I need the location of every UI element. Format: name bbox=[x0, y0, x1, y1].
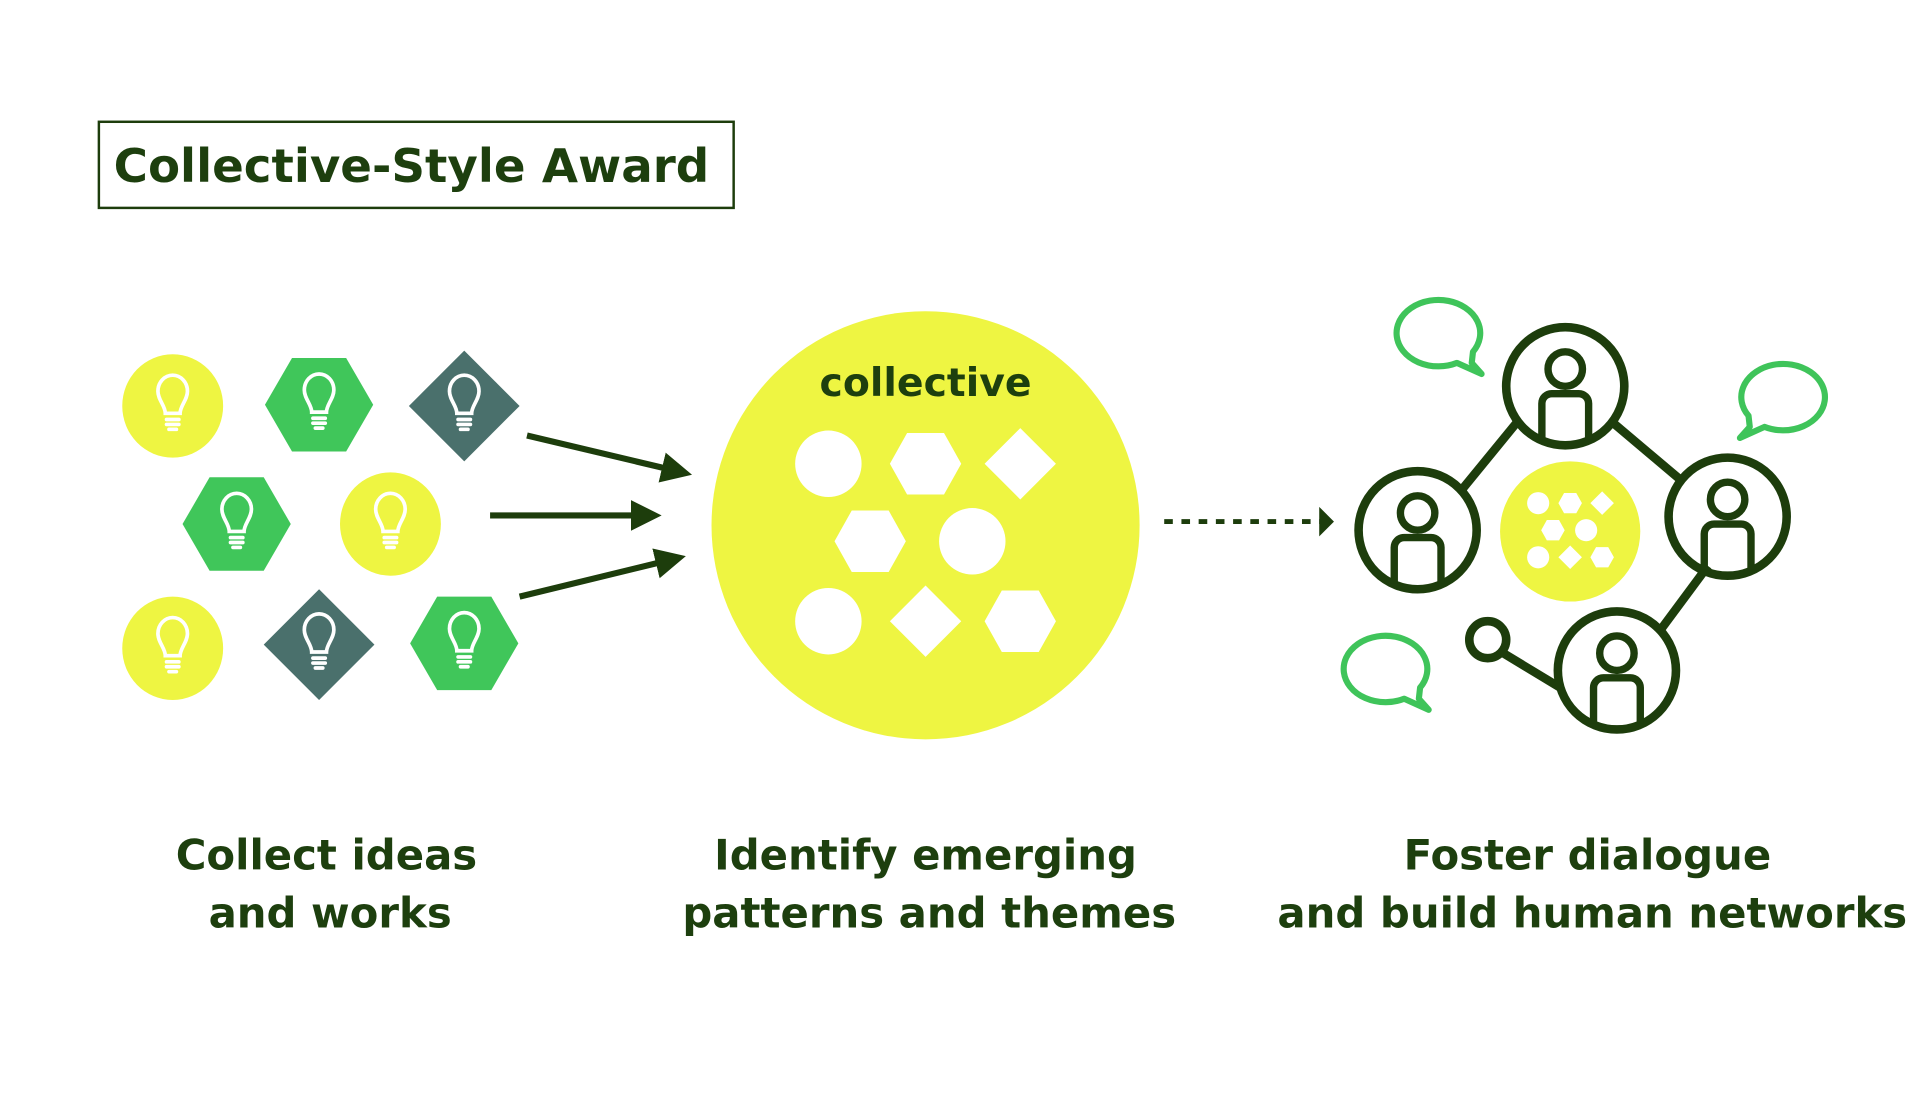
ideas-cluster bbox=[122, 350, 520, 700]
collective-label: collective bbox=[820, 360, 1032, 406]
person-icon bbox=[1506, 327, 1624, 445]
step-2-line-1: Identify emerging bbox=[714, 831, 1137, 880]
title-box bbox=[97, 120, 735, 210]
step-2-line-2: patterns and themes bbox=[682, 889, 1176, 938]
speech-bubble-icon bbox=[1344, 636, 1429, 710]
person-icon bbox=[1669, 458, 1787, 576]
arrow-icon bbox=[526, 432, 693, 483]
pattern-shapes bbox=[795, 428, 1056, 657]
speech-bubble-icon bbox=[1397, 300, 1482, 374]
step-3-line-2: and build human networks bbox=[1277, 889, 1907, 938]
idea-diamond-lightbulb-icon bbox=[408, 350, 520, 462]
idea-circle-lightbulb-icon bbox=[339, 472, 441, 576]
idea-diamond-lightbulb-icon bbox=[263, 589, 375, 700]
person-icon bbox=[1558, 611, 1676, 729]
person-icon bbox=[1359, 471, 1477, 589]
idea-hexagon-lightbulb-icon bbox=[264, 357, 374, 452]
idea-hexagon-lightbulb-icon bbox=[182, 477, 291, 571]
speech-bubble-icon bbox=[1740, 364, 1825, 438]
step-3-line-1: Foster dialogue bbox=[1404, 831, 1772, 880]
idea-circle-lightbulb-icon bbox=[122, 354, 224, 458]
step-1-line-2: and works bbox=[209, 889, 452, 938]
arrowhead-icon bbox=[1319, 506, 1334, 537]
idea-circle-lightbulb-icon bbox=[122, 596, 224, 700]
idea-hexagon-lightbulb-icon bbox=[410, 596, 519, 691]
arrows bbox=[490, 432, 693, 600]
human-network bbox=[1344, 300, 1825, 730]
step-1-line-1: Collect ideas bbox=[176, 831, 478, 880]
title: Collective-Style Award bbox=[114, 140, 710, 194]
collective-circle: collective bbox=[711, 311, 1140, 740]
arrow-icon bbox=[518, 548, 686, 600]
